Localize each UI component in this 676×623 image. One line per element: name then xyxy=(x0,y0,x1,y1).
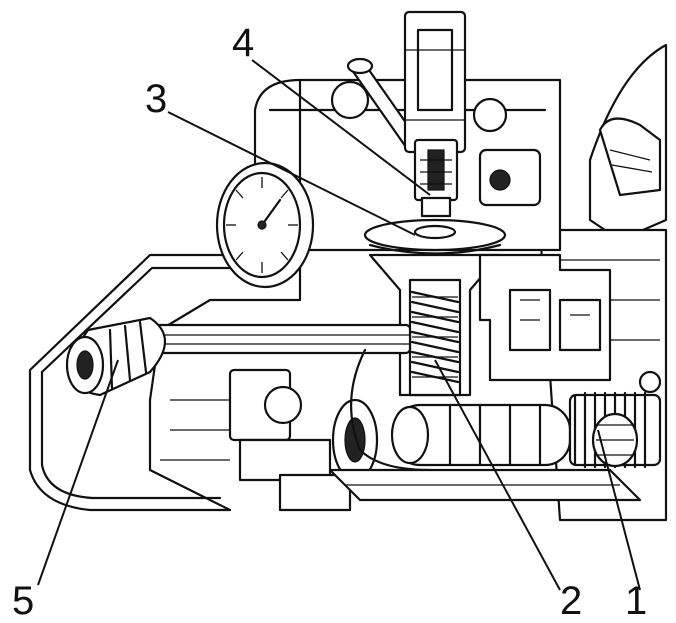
callout-4: 4 xyxy=(232,21,254,65)
diaphragm xyxy=(363,218,507,255)
lower-left-components xyxy=(228,368,352,512)
adjustment-knob xyxy=(65,316,166,397)
base-plate xyxy=(328,468,642,502)
leader-line-1 xyxy=(597,429,641,591)
leader-line-5 xyxy=(37,359,119,586)
internal-block xyxy=(478,253,612,382)
callout-1: 1 xyxy=(625,579,647,623)
pressure-gauge xyxy=(215,161,315,289)
callout-5: 5 xyxy=(12,579,34,623)
leader-line-3 xyxy=(167,111,416,236)
compression-spring xyxy=(410,290,460,384)
adjustment-shaft xyxy=(148,323,412,355)
gear-wheel xyxy=(568,370,662,469)
callout-2: 2 xyxy=(560,579,582,623)
valve-assembly xyxy=(413,138,459,218)
callout-3: 3 xyxy=(145,77,167,121)
leader-lines xyxy=(37,59,641,591)
leader-line-4 xyxy=(251,59,431,196)
leader-line-2 xyxy=(434,359,561,591)
vertical-column xyxy=(403,10,467,154)
roller-drum xyxy=(331,348,572,482)
upper-block xyxy=(253,78,562,252)
